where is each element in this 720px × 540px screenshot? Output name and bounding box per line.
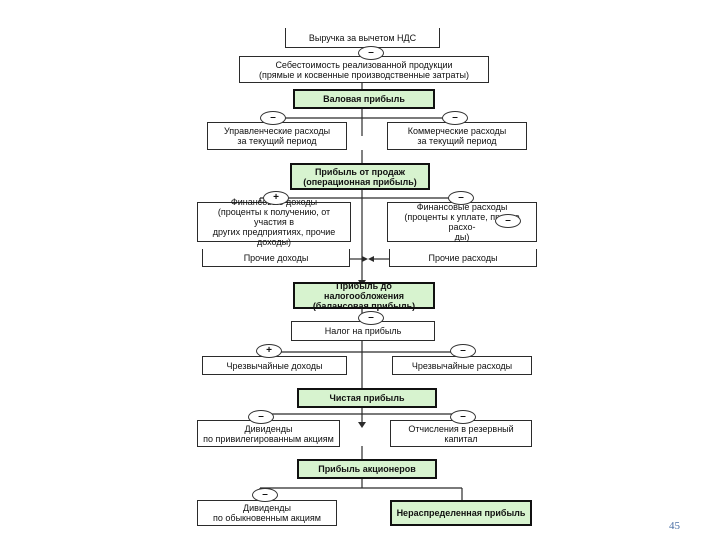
financial-income-label: Финансовые доходы (проценты к получению,… (212, 197, 336, 247)
shareholders-profit-box: Прибыль акционеров (297, 459, 437, 479)
preferred-dividends-label: Дивиденды по привилегированным акциям (203, 423, 334, 444)
cogs-label: Себестоимость реализованной продукции (п… (259, 59, 469, 80)
extraordinary-expenses-box: Чрезвычайные расходы (392, 356, 532, 375)
minus-sign: – (495, 214, 521, 228)
selling-expenses-label: Коммерческие расходы за текущий период (407, 126, 507, 146)
minus-sign: – (252, 488, 278, 502)
preferred-dividends-box: Дивиденды по привилегированным акциям (197, 420, 340, 447)
page-number: 45 (669, 520, 680, 532)
operating-profit-box: Прибыль от продаж (операционная прибыль) (290, 163, 430, 190)
other-income-box: Прочие доходы (202, 249, 350, 267)
revenue-label: Выручка за вычетом НДС (308, 32, 417, 43)
reserve-allocations-box: Отчисления в резервный капитал (390, 420, 532, 447)
income-tax-label: Налог на прибыль (324, 326, 402, 336)
plus-sign: + (263, 191, 289, 205)
extraordinary-expenses-label: Чрезвычайные расходы (411, 360, 513, 371)
plus-sign: + (256, 344, 282, 358)
cogs-box: Себестоимость реализованной продукции (п… (239, 56, 489, 83)
operating-profit-label: Прибыль от продаж (операционная прибыль) (303, 166, 417, 187)
gross-profit-label: Валовая прибыль (323, 94, 405, 104)
common-dividends-box: Дивиденды по обыкновенным акциям (197, 500, 337, 526)
other-expenses-box: Прочие расходы (389, 249, 537, 267)
retained-earnings-box: Нераспределенная прибыль (390, 500, 532, 526)
net-profit-box: Чистая прибыль (297, 388, 437, 408)
minus-sign: – (358, 46, 384, 60)
extraordinary-income-label: Чрезвычайные доходы (226, 360, 323, 371)
selling-expenses-box: Коммерческие расходы за текущий период (387, 122, 527, 150)
admin-expenses-box: Управленческие расходы за текущий период (207, 122, 347, 150)
retained-earnings-label: Нераспределенная прибыль (396, 508, 526, 518)
minus-sign: – (248, 410, 274, 424)
minus-sign: – (450, 410, 476, 424)
pretax-profit-box: Прибыль до налогообложения (балансовая п… (293, 280, 435, 311)
net-profit-label: Чистая прибыль (329, 393, 405, 403)
minus-sign: – (358, 311, 384, 325)
extraordinary-income-box: Чрезвычайные доходы (202, 356, 347, 375)
profit-flow-diagram: Выручка за вычетом НДС Себестоимость реа… (175, 18, 545, 530)
minus-sign: – (450, 344, 476, 358)
minus-sign: – (442, 111, 468, 125)
revenue-box: Выручка за вычетом НДС (285, 28, 440, 48)
financial-income-box: Финансовые доходы (проценты к получению,… (197, 197, 351, 247)
reserve-allocations-label: Отчисления в резервный капитал (408, 423, 514, 444)
common-dividends-label: Дивиденды по обыкновенным акциям (213, 503, 321, 523)
pretax-profit-label: Прибыль до налогообложения (балансовая п… (312, 280, 416, 311)
minus-sign: – (448, 191, 474, 205)
income-tax-box: Налог на прибыль (291, 321, 435, 341)
admin-expenses-label: Управленческие расходы за текущий период (223, 126, 331, 146)
minus-sign: – (260, 111, 286, 125)
other-expenses-label: Прочие расходы (428, 252, 498, 263)
other-income-label: Прочие доходы (243, 252, 309, 263)
shareholders-profit-label: Прибыль акционеров (318, 464, 416, 474)
gross-profit-box: Валовая прибыль (293, 89, 435, 109)
